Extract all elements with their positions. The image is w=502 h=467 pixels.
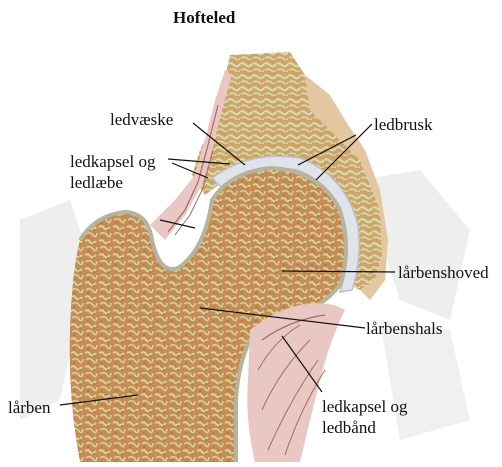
label-laarben: lårben — [8, 397, 50, 418]
label-laarbenshoved: lårbenshoved — [398, 262, 489, 283]
label-ledvaeske: ledvæske — [110, 109, 173, 130]
capsule-lower — [247, 303, 345, 462]
label-ledlaebe: ledlæbe — [70, 172, 123, 193]
label-ledkapsel-og-1: ledkapsel og — [70, 151, 155, 172]
label-ledbaand: ledbånd — [322, 417, 376, 438]
label-ledkapsel-og-2: ledkapsel og — [322, 396, 407, 417]
label-laarbenshals: lårbenshals — [366, 318, 442, 339]
label-ledbrusk: ledbrusk — [374, 114, 433, 135]
diagram-title: Hofteled — [173, 8, 235, 28]
